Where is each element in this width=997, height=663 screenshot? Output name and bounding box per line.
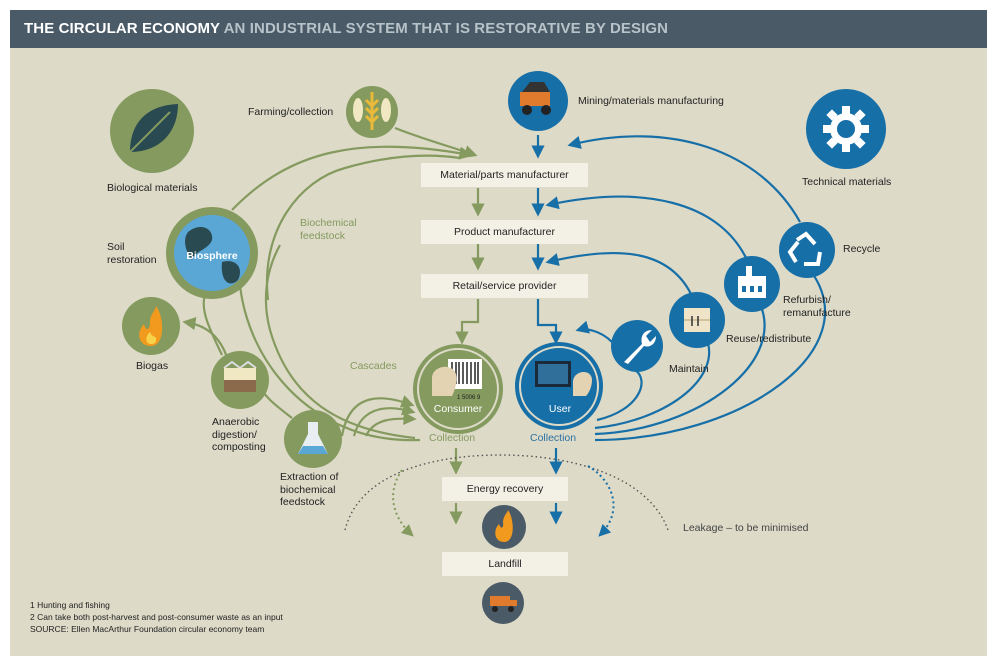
reuse-loop: [545, 251, 693, 297]
label-biosphere: Biosphere: [186, 250, 238, 262]
boxes-icon: [669, 292, 725, 348]
label-maintain: Maintain: [669, 363, 709, 375]
cascade-1: [340, 395, 415, 437]
label-consumer: Consumer: [433, 403, 483, 415]
energy-flame-icon: [482, 505, 526, 549]
biological-flows: [182, 126, 485, 525]
label-biochemical-feedstock: Biochemical feedstock: [300, 217, 357, 242]
label-farming-collection: Farming/collection: [248, 106, 334, 118]
return-recycle: [594, 269, 826, 442]
label-cascades: Cascades: [350, 360, 397, 372]
label-mining: Mining/materials manufacturing: [578, 95, 724, 107]
return-reuse: [594, 334, 711, 430]
cascade-2: [352, 402, 416, 437]
label-extraction: Extraction of biochemical feedstock: [280, 471, 339, 508]
leakage-arcs: [344, 454, 669, 537]
wrench-icon: [611, 320, 663, 372]
user-icon: [515, 342, 603, 430]
globe-icon: [166, 207, 258, 299]
leakage-outer-arc: [344, 454, 669, 531]
box-landfill: Landfill: [442, 552, 568, 576]
inner-green-loop: [264, 244, 416, 440]
gear-icon: [806, 89, 886, 169]
label-collection-green: Collection: [429, 432, 476, 444]
label-biological-materials: Biological materials: [107, 182, 198, 194]
flame-icon: [122, 297, 180, 355]
box-product-manufacturer: Product manufacturer: [421, 220, 588, 244]
recycle-icon: [779, 222, 835, 278]
anaerobic-to-biosphere: [202, 294, 223, 356]
page-title: THE CIRCULAR ECONOMY AN INDUSTRIAL SYSTE…: [24, 20, 669, 37]
refurbish-loop: [545, 195, 750, 263]
footnote-source: SOURCE: Ellen MacArthur Foundation circu…: [30, 624, 265, 634]
label-user: User: [548, 403, 572, 415]
label-leakage: Leakage – to be minimised: [683, 522, 809, 534]
technical-flows: [531, 135, 826, 525]
wheat-fish-icon: [346, 86, 398, 138]
leaf-icon: [110, 89, 194, 173]
label-anaerobic: Anaerobic digestion/ composting: [212, 416, 266, 453]
label-technical-materials: Technical materials: [802, 176, 892, 188]
label-soil-restoration: Soil restoration: [107, 241, 157, 266]
feedstock-arc: [265, 154, 461, 301]
box-energy-recovery: Energy recovery: [442, 477, 568, 501]
return-refurbish: [594, 299, 766, 436]
compost-icon: [211, 351, 269, 409]
green-retail-to-consumer: [455, 299, 480, 345]
leakage-blue-right: [587, 465, 615, 537]
big-green-arc: [231, 145, 473, 211]
consumer-icon: [413, 344, 503, 434]
label-collection-blue: Collection: [530, 432, 577, 444]
label-reuse: Reuse/redistribute: [726, 333, 812, 345]
maintain-loop: [575, 320, 613, 343]
recycle-loop: [567, 135, 801, 223]
label-recycle: Recycle: [843, 243, 881, 255]
label-refurbish: Refurbish/ remanufacture: [783, 294, 851, 319]
box-retail-service-provider: Retail/service provider: [421, 274, 588, 298]
leakage-green-left: [392, 469, 414, 537]
farming-to-parts-arrow: [394, 126, 478, 158]
cascade-3: [364, 411, 417, 437]
footnote-1: 1 Hunting and fishing: [30, 600, 110, 610]
blue-retail-to-user: [536, 299, 563, 345]
label-barcode-number: 1 5006 9: [457, 395, 481, 401]
mining-truck-icon: [508, 71, 568, 131]
label-biogas: Biogas: [136, 360, 169, 372]
header-bar: THE CIRCULAR ECONOMY AN INDUSTRIAL SYSTE…: [10, 10, 987, 48]
factory-icon: [724, 256, 780, 312]
landfill-truck-icon: [482, 582, 524, 624]
footnote-2: 2 Can take both post-harvest and post-co…: [30, 612, 283, 622]
box-parts-manufacturer: Material/parts manufacturer: [421, 163, 588, 187]
return-maintain: [596, 369, 643, 422]
flask-icon: [284, 410, 342, 468]
